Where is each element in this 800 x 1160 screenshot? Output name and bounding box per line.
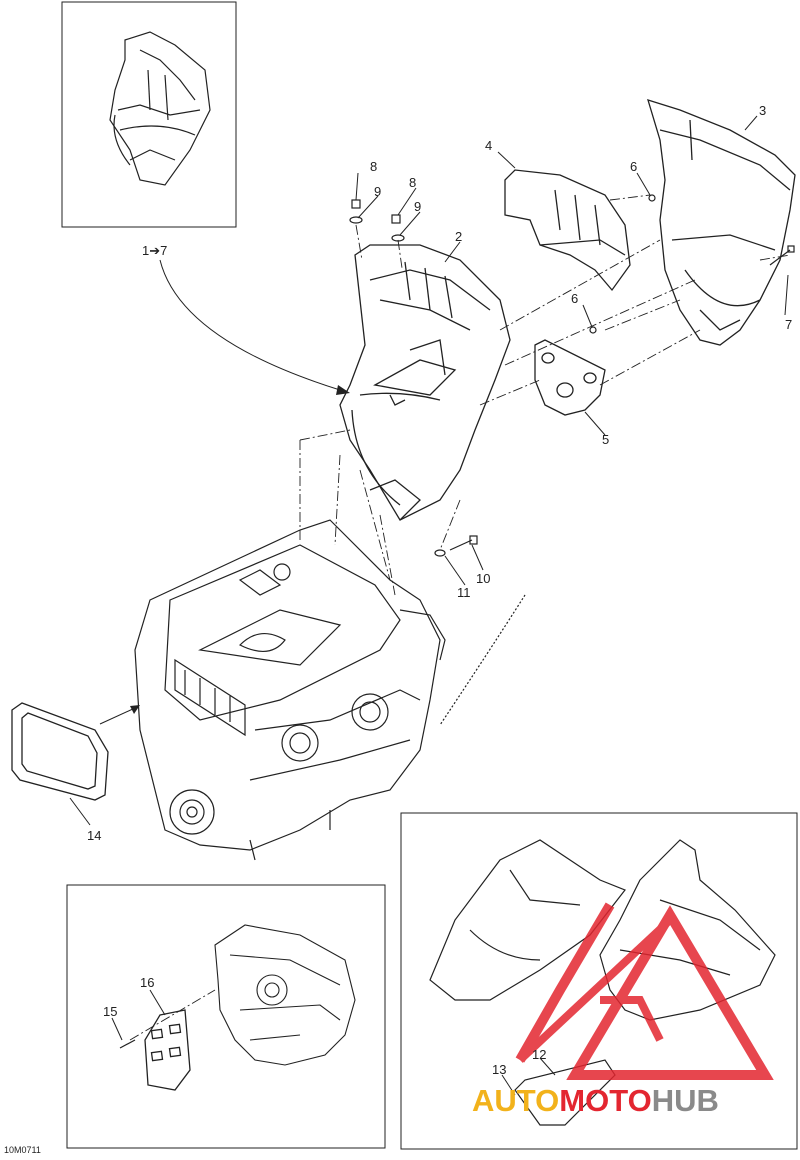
callout-9b: 9 xyxy=(414,199,422,214)
callout-10: 10 xyxy=(476,571,491,586)
watermark-part1: AUTO xyxy=(472,1083,560,1118)
callout-1-7: 1➔7 xyxy=(142,243,168,258)
callout-16: 16 xyxy=(140,975,155,990)
assembly-leaders xyxy=(299,194,791,596)
callout-4: 4 xyxy=(485,138,493,153)
inset-box-bottom-left xyxy=(66,884,386,1149)
part-16-plate xyxy=(144,1009,191,1091)
leader-15 xyxy=(111,1017,123,1041)
part-3-cover xyxy=(647,99,796,346)
inset-box-top xyxy=(61,1,237,228)
dipstick xyxy=(439,594,526,726)
callout-12: 12 xyxy=(532,1047,547,1062)
inset-box-bottom-right xyxy=(400,812,798,1150)
watermark-part2: MOTO xyxy=(559,1083,652,1118)
screw-15 xyxy=(119,1039,136,1049)
leader-16 xyxy=(149,989,166,1016)
callout-2: 2 xyxy=(455,229,463,244)
callout-6b: 6 xyxy=(571,291,579,306)
callout-13: 13 xyxy=(492,1062,507,1077)
leader-15-16 xyxy=(129,989,216,1041)
part-2-duct xyxy=(339,244,511,521)
leader-12 xyxy=(539,1057,556,1076)
inset-small-engine xyxy=(214,924,356,1066)
part-14-frame xyxy=(11,702,109,801)
part-4-baffle xyxy=(504,169,631,292)
watermark-part3: HUB xyxy=(651,1083,719,1118)
callout-8b: 8 xyxy=(409,175,417,190)
leader-1-7 xyxy=(159,259,341,391)
watermark-text: AUTOMOTOHUB xyxy=(472,1083,719,1119)
callout-14: 14 xyxy=(87,828,102,843)
callout-11: 11 xyxy=(457,585,471,600)
arrowhead-14 xyxy=(130,705,140,714)
callout-9a: 9 xyxy=(374,184,382,199)
callout-3: 3 xyxy=(759,103,767,118)
inset-duct-assembly xyxy=(109,31,211,186)
callout-7: 7 xyxy=(785,317,793,332)
leader-14-arrow xyxy=(99,707,136,725)
drawing-code: 10M0711 xyxy=(4,1145,41,1155)
callout-5: 5 xyxy=(602,432,610,447)
callout-8a: 8 xyxy=(370,159,378,174)
callout-leaders xyxy=(355,115,789,586)
leader-14 xyxy=(69,797,91,826)
part-5-plate xyxy=(534,339,606,416)
inset-hood xyxy=(429,839,776,1126)
callout-6a: 6 xyxy=(630,159,638,174)
fasteners xyxy=(349,194,795,557)
callout-15: 15 xyxy=(103,1004,118,1019)
engine xyxy=(134,519,446,861)
leader-13 xyxy=(501,1074,516,1096)
watermark-logo xyxy=(515,902,774,1080)
